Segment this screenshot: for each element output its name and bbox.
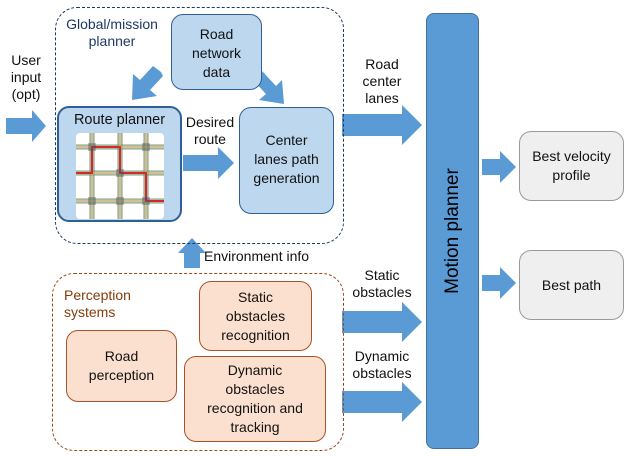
arrow-static-obstacles: [342, 302, 422, 342]
arrow-dynamic-obstacles: [342, 382, 422, 422]
best-path-label: Best path: [541, 277, 602, 293]
arrow-environment-info: [178, 238, 206, 268]
environment-info-label: Environment info: [204, 248, 310, 264]
best-path-box: Best path: [519, 250, 624, 320]
arrow-network-to-route: [132, 66, 163, 100]
arrow-to-best-path: [482, 267, 516, 299]
arrow-to-best-velocity: [482, 151, 516, 183]
perception-systems-group: [52, 273, 344, 451]
route-planner-box: Route planner: [57, 106, 182, 222]
arrow-road-center-lanes: [342, 105, 422, 145]
road-map-image: [76, 133, 164, 219]
arrow-user-input: [6, 110, 46, 142]
motion-planner-label: Motion planner: [441, 168, 463, 294]
global-planner-group: [55, 7, 344, 244]
arrow-desired-route: [183, 147, 234, 179]
motion-planner-box: Motion planner: [426, 13, 479, 449]
route-planner-label: Route planner: [73, 112, 166, 128]
